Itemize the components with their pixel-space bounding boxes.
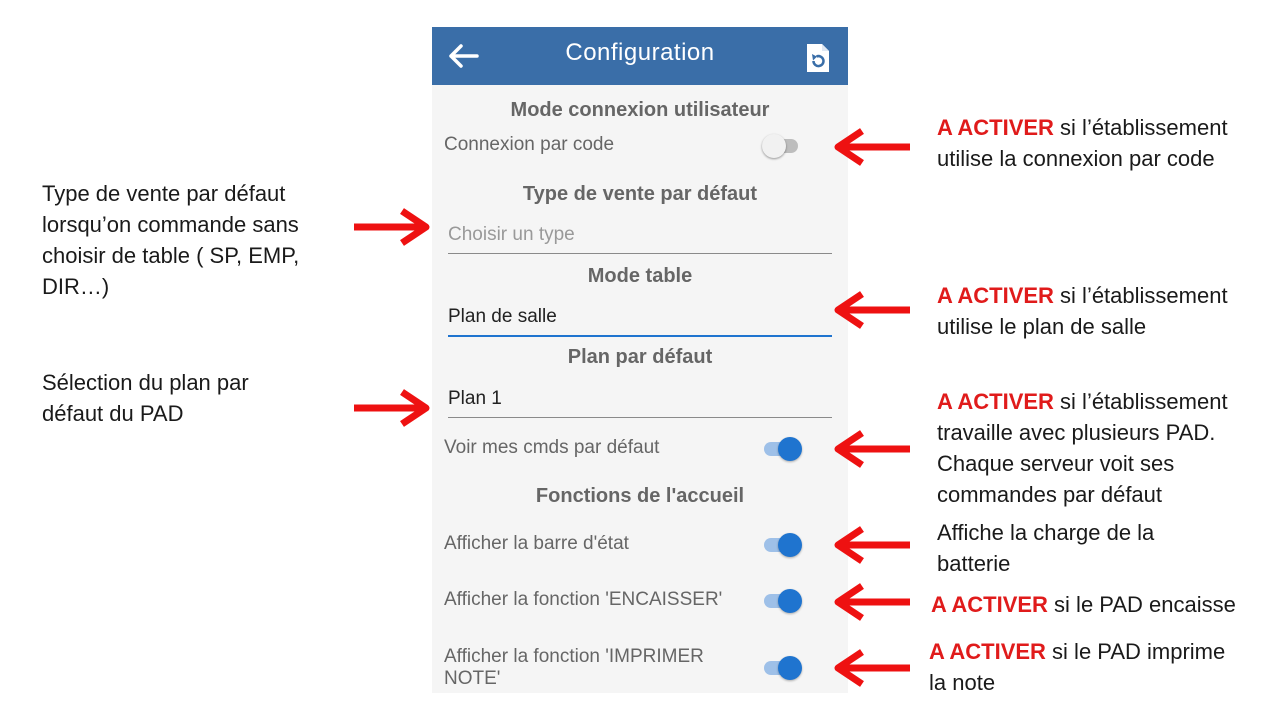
annotation-table-mode: A ACTIVER si l’établissement utilise le … [937, 283, 1228, 339]
arrow-left-icon [834, 291, 910, 329]
status-bar-label: Afficher la barre d'état [444, 533, 629, 554]
arrow-right-icon [354, 389, 430, 427]
code-login-toggle[interactable] [762, 132, 804, 158]
annotation-sale-type: Type de vente par défaut lorsqu’on comma… [42, 181, 300, 299]
cash-in-label: Afficher la fonction 'ENCAISSER' [444, 589, 723, 610]
default-plan-select[interactable]: Plan 1 [448, 385, 832, 418]
annotation-status-bar: Affiche la charge de la batterie [937, 520, 1155, 576]
arrow-left-icon[interactable] [446, 41, 480, 71]
app-bar: Configuration [432, 27, 848, 85]
section-user-mode: Mode connexion utilisateur [510, 99, 770, 121]
section-home-functions: Fonctions de l'accueil [535, 485, 745, 507]
cash-in-toggle[interactable] [764, 587, 804, 613]
arrow-right-icon [354, 208, 430, 246]
arrow-left-icon [834, 583, 910, 621]
annotation-cash-in: A ACTIVER si le PAD encaisse [931, 592, 1236, 617]
annotation-my-orders: A ACTIVER si l’établissement travaille a… [937, 389, 1228, 507]
section-default-plan: Plan par défaut [567, 346, 713, 368]
my-orders-toggle[interactable] [764, 435, 804, 461]
arrow-left-icon [834, 649, 910, 687]
my-orders-label: Voir mes cmds par défaut [444, 437, 660, 458]
section-sale-type: Type de vente par défaut [522, 183, 758, 205]
code-login-label: Connexion par code [444, 134, 615, 155]
page-title: Configuration [565, 39, 715, 66]
status-bar-toggle[interactable] [764, 531, 804, 557]
restore-file-icon[interactable] [804, 41, 832, 75]
arrow-left-icon [834, 430, 910, 468]
sale-type-select[interactable]: Choisir un type [448, 221, 832, 254]
annotation-code-login: A ACTIVER si l’établissement utilise la … [937, 115, 1228, 171]
annotation-print-note: A ACTIVER si le PAD imprime la note [929, 639, 1226, 695]
table-mode-select[interactable]: Plan de salle [448, 303, 832, 337]
section-table-mode: Mode table [587, 265, 693, 287]
annotation-plan: Sélection du plan par défaut du PAD [42, 370, 249, 426]
arrow-left-icon [834, 526, 910, 564]
arrow-left-icon [834, 128, 910, 166]
print-note-label: Afficher la fonction 'IMPRIMER NOTE' [444, 646, 704, 689]
config-screen: Configuration Mode connexion utilisateur… [432, 27, 848, 693]
print-note-toggle[interactable] [764, 654, 804, 680]
